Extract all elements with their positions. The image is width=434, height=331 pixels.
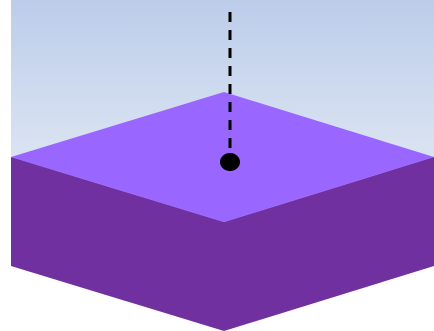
slab-side-face [11,157,434,331]
surface-point-marker [220,153,240,171]
